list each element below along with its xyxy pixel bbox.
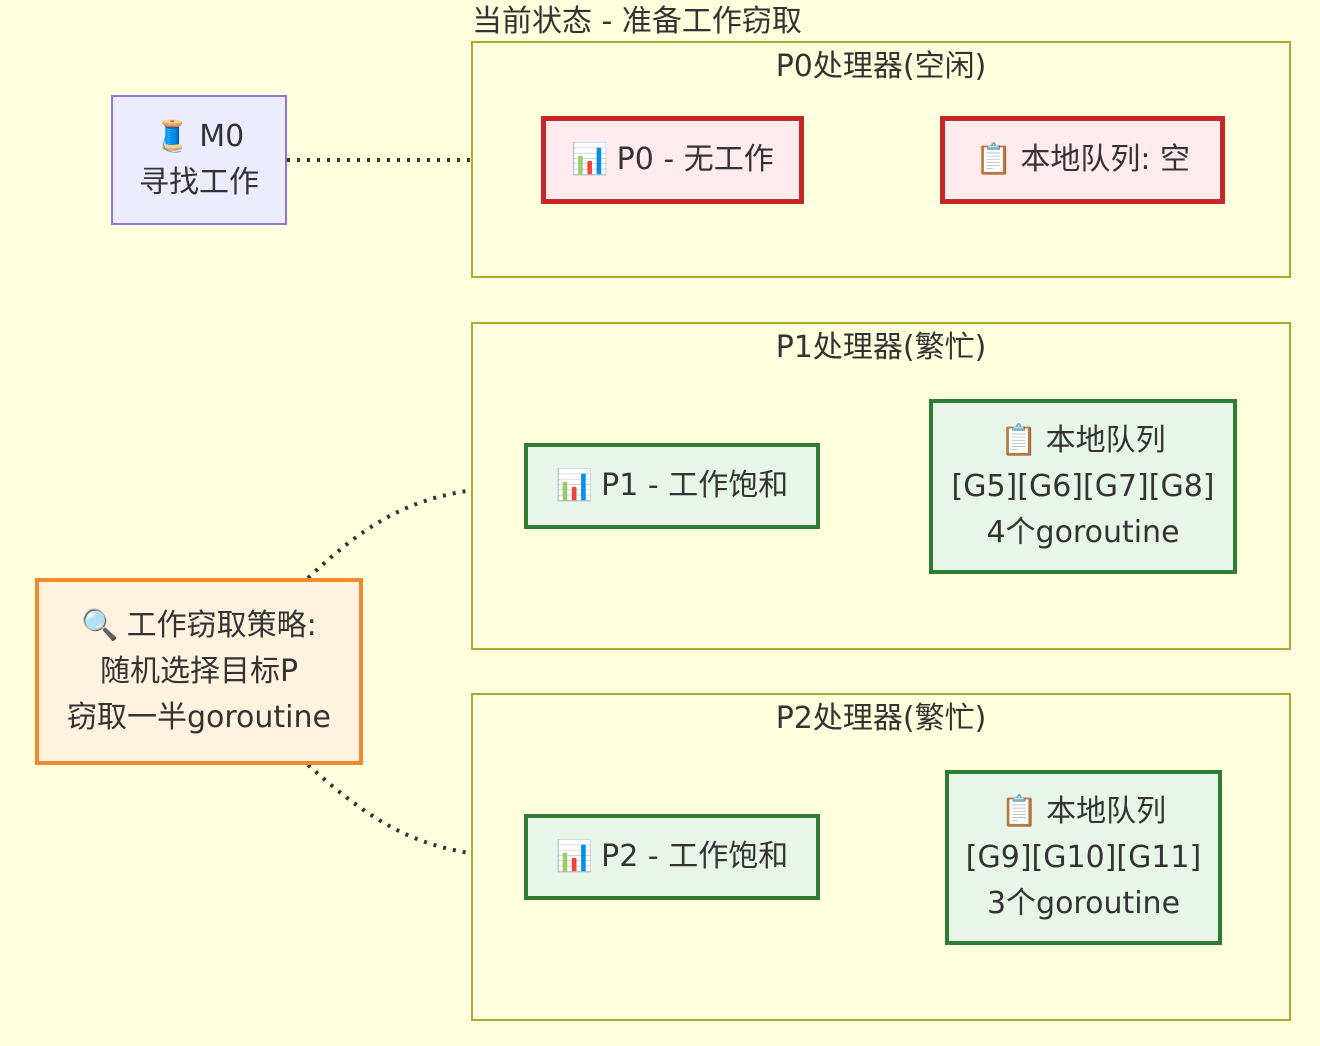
bar-chart-icon: 📊 [555,468,594,503]
node-queue-p2-line2: [G9][G10][G11] [965,839,1202,875]
bar-chart-icon: 📊 [555,839,594,874]
node-queue-p1: 📋本地队列 [G5][G6][G7][G8] 4个goroutine [929,399,1237,574]
node-queue-p0-label: 📋本地队列: 空 [974,142,1190,177]
spool-of-thread-icon: 🧵 [153,119,192,154]
clipboard-icon: 📋 [974,142,1013,177]
node-strategy: 🔍工作窃取策略: 随机选择目标P 窃取一半goroutine [35,578,363,765]
node-strategy-line1: 🔍工作窃取策略: [81,607,317,643]
node-p2: 📊P2 - 工作饱和 [524,814,820,900]
cluster-p1-label: P1处理器(繁忙) [775,330,987,365]
node-queue-p2-line1: 📋本地队列 [1000,793,1167,829]
node-queue-p1-line3: 4个goroutine [986,514,1180,550]
node-p0-label: 📊P0 - 无工作 [571,142,774,177]
edge-strategy-to-p1 [306,475,527,580]
node-m0-line2: 寻找工作 [139,165,259,200]
node-m0: 🧵M0 寻找工作 [111,95,287,225]
node-queue-p1-line2: [G5][G6][G7][G8] [951,468,1215,504]
node-queue-p2: 📋本地队列 [G9][G10][G11] 3个goroutine [945,770,1222,945]
node-p1: 📊P1 - 工作饱和 [524,443,820,529]
node-queue-p1-line1: 📋本地队列 [1000,422,1166,458]
node-m0-line1: 🧵M0 [153,119,245,154]
diagram-title: 当前状态 - 准备工作窃取 [472,4,802,39]
cluster-p0-label: P0处理器(空闲) [775,49,987,84]
node-strategy-line3: 窃取一半goroutine [66,699,331,735]
node-p1-label: 📊P1 - 工作饱和 [555,468,789,503]
clipboard-icon: 📋 [1000,793,1039,829]
node-p0: 📊P0 - 无工作 [541,116,804,204]
node-queue-p0: 📋本地队列: 空 [940,116,1225,204]
node-strategy-line2: 随机选择目标P [99,653,299,689]
bar-chart-icon: 📊 [571,142,609,177]
cluster-p2-label: P2处理器(繁忙) [775,701,987,736]
magnifying-glass-icon: 🔍 [81,607,119,643]
node-queue-p2-line3: 3个goroutine [986,885,1181,921]
edge-strategy-to-p2 [306,763,527,869]
clipboard-icon: 📋 [1000,422,1038,458]
node-p2-label: 📊P2 - 工作饱和 [555,839,789,874]
